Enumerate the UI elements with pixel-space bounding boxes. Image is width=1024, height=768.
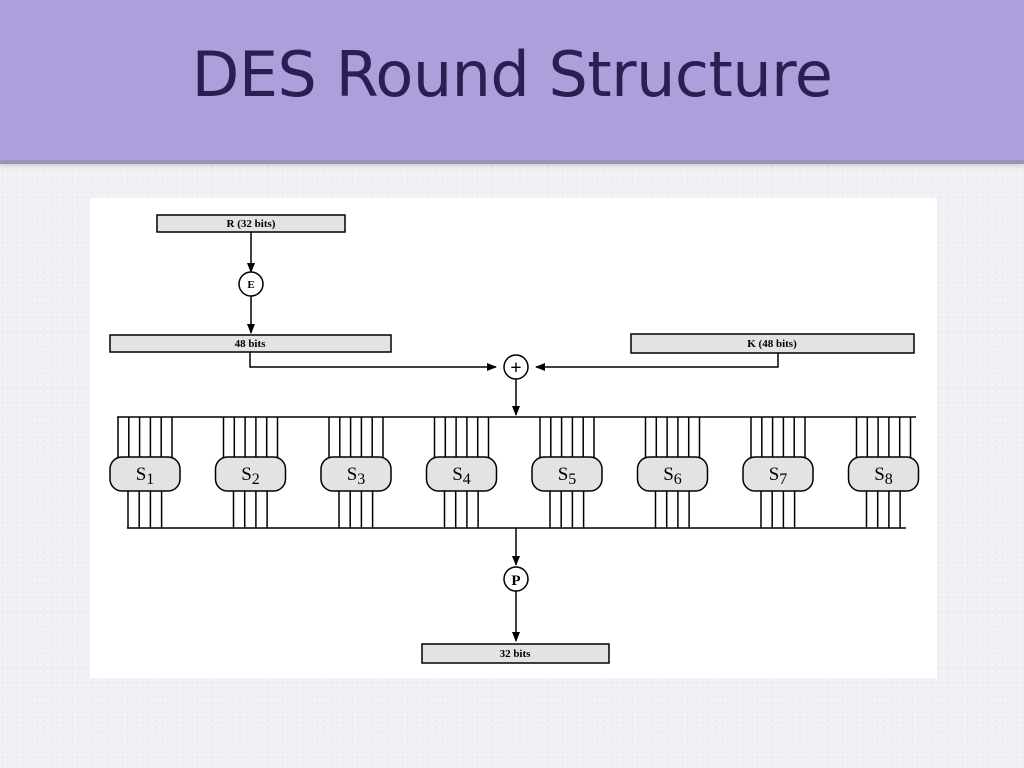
r-input-box: R (32 bits) xyxy=(156,214,346,233)
sbox-6-body xyxy=(636,456,709,492)
sbox-5-label: S5 xyxy=(558,464,577,488)
sbox-7-output-wires xyxy=(760,489,796,528)
sbox-5: S5 xyxy=(531,417,603,528)
key-label: K (48 bits) xyxy=(747,338,797,350)
slide-title: DES Round Structure xyxy=(191,38,833,111)
sbox-2-input-wires xyxy=(222,417,279,459)
sbox-4: S4 xyxy=(425,417,498,528)
sbox-3-output-wires xyxy=(338,489,374,528)
title-band xyxy=(0,0,1024,164)
sbox-8-input-wires xyxy=(855,417,912,459)
sbox-6-output-wires xyxy=(654,489,690,528)
sbox-2-label: S2 xyxy=(241,464,260,488)
sbox-7-label: S7 xyxy=(769,464,788,488)
sbox-2-output-wires xyxy=(232,489,268,528)
r-input-label: R (32 bits) xyxy=(227,218,276,230)
expansion-op-label: E xyxy=(247,279,254,291)
sbox-2: S2 xyxy=(214,417,287,528)
arrow-48-to-xor xyxy=(249,352,497,371)
xor-op-label: + xyxy=(510,357,521,379)
sbox-3-body xyxy=(320,456,392,492)
sbox-6-label: S6 xyxy=(663,464,682,488)
sbox-4-label: S4 xyxy=(452,464,471,488)
expanded-48-label: 48 bits xyxy=(235,338,267,350)
sbox-6-input-wires xyxy=(644,417,701,459)
permutation-op: P xyxy=(503,566,529,592)
diagram-panel: R (32 bits) E 48 bits K (48 bits) + xyxy=(90,198,937,678)
sbox-3: S3 xyxy=(320,417,392,528)
sbox-3-input-wires xyxy=(328,417,384,459)
xor-op: + xyxy=(503,354,529,380)
expanded-48-box: 48 bits xyxy=(109,334,392,353)
sbox-1-input-wires xyxy=(117,417,173,459)
sbox-5-input-wires xyxy=(539,417,595,459)
sbox-1-body xyxy=(109,456,181,492)
permutation-op-label: P xyxy=(511,573,520,589)
sbox-3-label: S3 xyxy=(347,464,366,488)
sbox-7-input-wires xyxy=(750,417,806,459)
sbox-8: S8 xyxy=(847,417,920,528)
sbox-4-input-wires xyxy=(433,417,490,459)
sbox-8-label: S8 xyxy=(874,464,893,488)
sbox-7-body xyxy=(742,456,814,492)
output-32-label: 32 bits xyxy=(500,648,532,660)
expansion-op: E xyxy=(238,271,264,297)
sbox-1-output-wires xyxy=(127,489,163,528)
sbox-4-output-wires xyxy=(443,489,479,528)
sbox-5-output-wires xyxy=(549,489,585,528)
sbox-2-body xyxy=(214,456,287,492)
sbox-5-body xyxy=(531,456,603,492)
des-round-diagram: R (32 bits) E 48 bits K (48 bits) + xyxy=(109,214,920,664)
sbox-row: S1 S2 S3 S4 S5 S6 S7 S8 xyxy=(109,417,920,528)
sbox-8-body xyxy=(847,456,920,492)
sbox-8-output-wires xyxy=(865,489,901,528)
key-box: K (48 bits) xyxy=(630,333,915,354)
sbox-6: S6 xyxy=(636,417,709,528)
sbox-1-label: S1 xyxy=(136,464,155,488)
output-32-box: 32 bits xyxy=(421,643,610,664)
sbox-4-body xyxy=(425,456,498,492)
sbox-7: S7 xyxy=(742,417,814,528)
sbox-1: S1 xyxy=(109,417,181,528)
arrow-key-to-xor xyxy=(535,353,779,371)
